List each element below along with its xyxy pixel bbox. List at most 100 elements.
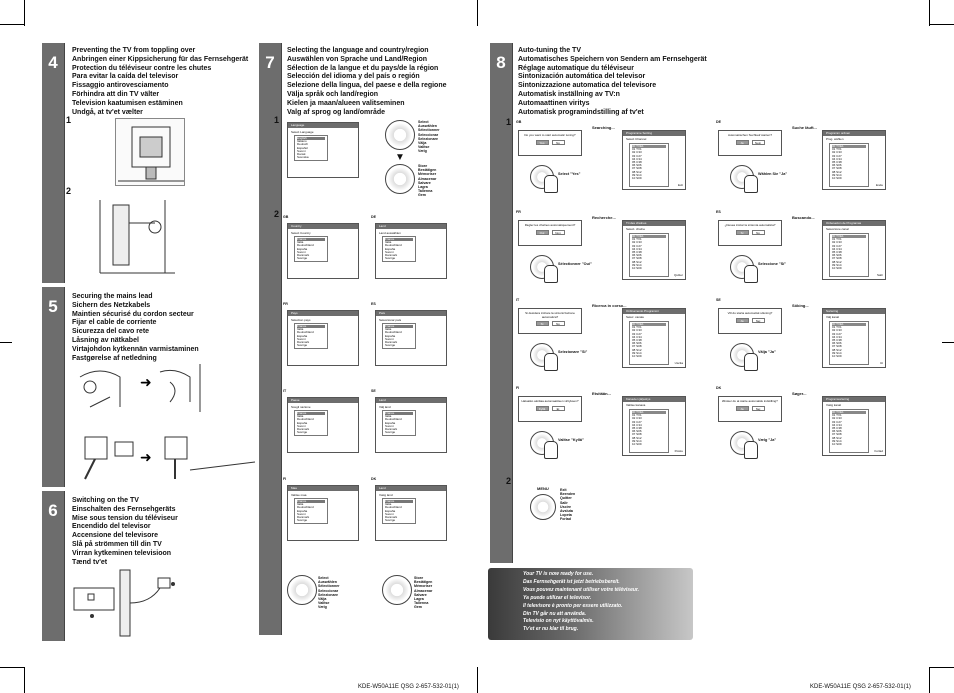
screen-title: Land — [376, 398, 446, 403]
channel-item: 06 S06 — [632, 341, 642, 346]
screen-subtitle: Seleccione canal — [826, 227, 849, 231]
list-item: Danmark — [385, 253, 398, 258]
channel-item: 07 S08 — [832, 166, 842, 171]
step7-heading: Selecting the language and country/regio… — [287, 47, 447, 116]
channel-item: 02 C33 — [632, 150, 642, 155]
channel-item: 07 S08 — [832, 432, 842, 437]
channel-item: 05 C38 — [632, 426, 642, 431]
channel-item: 08 S12 — [832, 259, 842, 264]
autotune-dialog: Do you want to start automatic tuning?Ye… — [518, 130, 582, 156]
no-button: Nej — [751, 405, 765, 411]
substep-label: 2 — [274, 209, 280, 219]
footer-code: KDE-W50A11E QSG 2-657-532-01(1) — [810, 684, 911, 690]
screen-title: Tri des chaînes — [623, 221, 685, 226]
hand-icon — [744, 175, 758, 193]
list-item: Italia — [297, 240, 304, 245]
screen-subtitle: Vælg land — [379, 493, 393, 497]
crop-mark — [930, 24, 954, 25]
channel-item: 00 TVE1 — [832, 144, 866, 149]
screen-subtitle: Vælg kanal — [826, 403, 842, 407]
substep-label: 1 — [506, 117, 512, 127]
svg-text:➜: ➜ — [140, 375, 152, 391]
dialog-question: ¿Desea iniciar la sintonía automática? — [724, 223, 776, 227]
hand-icon — [744, 265, 758, 283]
list-item: Suomi — [297, 148, 306, 153]
channel-item: 06 S06 — [632, 429, 642, 434]
channel-item: 10 S09 — [832, 176, 842, 181]
divider — [281, 43, 282, 635]
list-item: Sverige — [297, 256, 308, 261]
no-button: Nej — [751, 317, 765, 323]
substep-label: 1 — [274, 115, 280, 125]
channel-item: 04 C34 — [632, 334, 642, 339]
search-status: Söking... — [792, 303, 809, 308]
svg-text:➜: ➜ — [140, 450, 152, 466]
screen-subtitle: Select Language — [291, 130, 314, 134]
channel-item: 00 TVE1 — [832, 410, 866, 415]
channel-item: 01 TV1 — [632, 147, 642, 152]
list-item: Suomi — [297, 423, 306, 428]
dialog-question: Vill du starta automatisk sökning? — [727, 311, 773, 315]
screen-title: Programsortering — [823, 397, 885, 402]
list-item: Deutsch — [297, 142, 309, 147]
no-button: Non — [551, 229, 565, 235]
country-code: FI — [283, 477, 287, 481]
banner-line: Vous pouvez maintenant utiliser votre té… — [523, 586, 639, 593]
list-item: Italiano — [297, 139, 307, 144]
list-item: Deutschland — [385, 330, 402, 335]
search-status: Recherche... — [592, 215, 616, 220]
yes-button: Ja — [735, 139, 749, 145]
region-code: ES — [716, 210, 721, 214]
list-item: Sverige — [385, 518, 396, 523]
screen-subtitle: Selez. canale — [626, 315, 645, 319]
list-item: Italia — [297, 414, 304, 419]
language-list: English Italiano Deutsch Español Suomi D… — [294, 135, 328, 162]
list-item: Deutschland — [297, 417, 314, 422]
language-screen: Language Select Language English Italian… — [287, 122, 359, 178]
channel-item: 08 S12 — [832, 169, 842, 174]
divider — [512, 43, 513, 563]
screen-title: Land — [376, 224, 446, 229]
region-code: GB — [516, 120, 522, 124]
channel-item: 03 C27 — [832, 331, 842, 336]
list-item: France — [385, 499, 413, 504]
screen-subtitle: Scegli nazione — [291, 405, 311, 409]
channel-item: 08 S12 — [832, 435, 842, 440]
no-button: No — [551, 321, 565, 327]
hand-icon — [544, 265, 558, 283]
step-number: 6 — [42, 491, 64, 641]
channel-item: 01 TV1 — [632, 325, 642, 330]
country-code: ES — [371, 302, 376, 306]
channel-item: 05 C38 — [832, 426, 842, 431]
channel-item: 08 S12 — [832, 347, 842, 352]
no-button: No — [751, 229, 765, 235]
channel-item: 09 S14 — [832, 172, 842, 177]
banner-line: Televisio on nyt käyttövalmis. — [523, 618, 594, 625]
list-item: English — [297, 136, 325, 141]
menu-button-label: MENU — [537, 486, 549, 491]
channel-item: 04 C34 — [832, 156, 842, 161]
list-item: Deutschland — [297, 505, 314, 510]
channel-item: 10 S09 — [632, 442, 642, 447]
channel-item: 09 S14 — [632, 172, 642, 177]
channel-item: 02 C33 — [632, 328, 642, 333]
screen-title: Language — [288, 123, 358, 128]
country-code: FR — [283, 302, 288, 306]
screen-subtitle: Land auswählen — [379, 231, 401, 235]
search-status: Ricerca in corso... — [592, 303, 627, 308]
screen-footer: Salir — [876, 273, 883, 277]
channel-item: 02 C33 — [832, 416, 842, 421]
search-status: Buscando... — [792, 215, 815, 220]
dialog-question: Haluatko aloittaa automaattisen virityks… — [521, 399, 579, 403]
